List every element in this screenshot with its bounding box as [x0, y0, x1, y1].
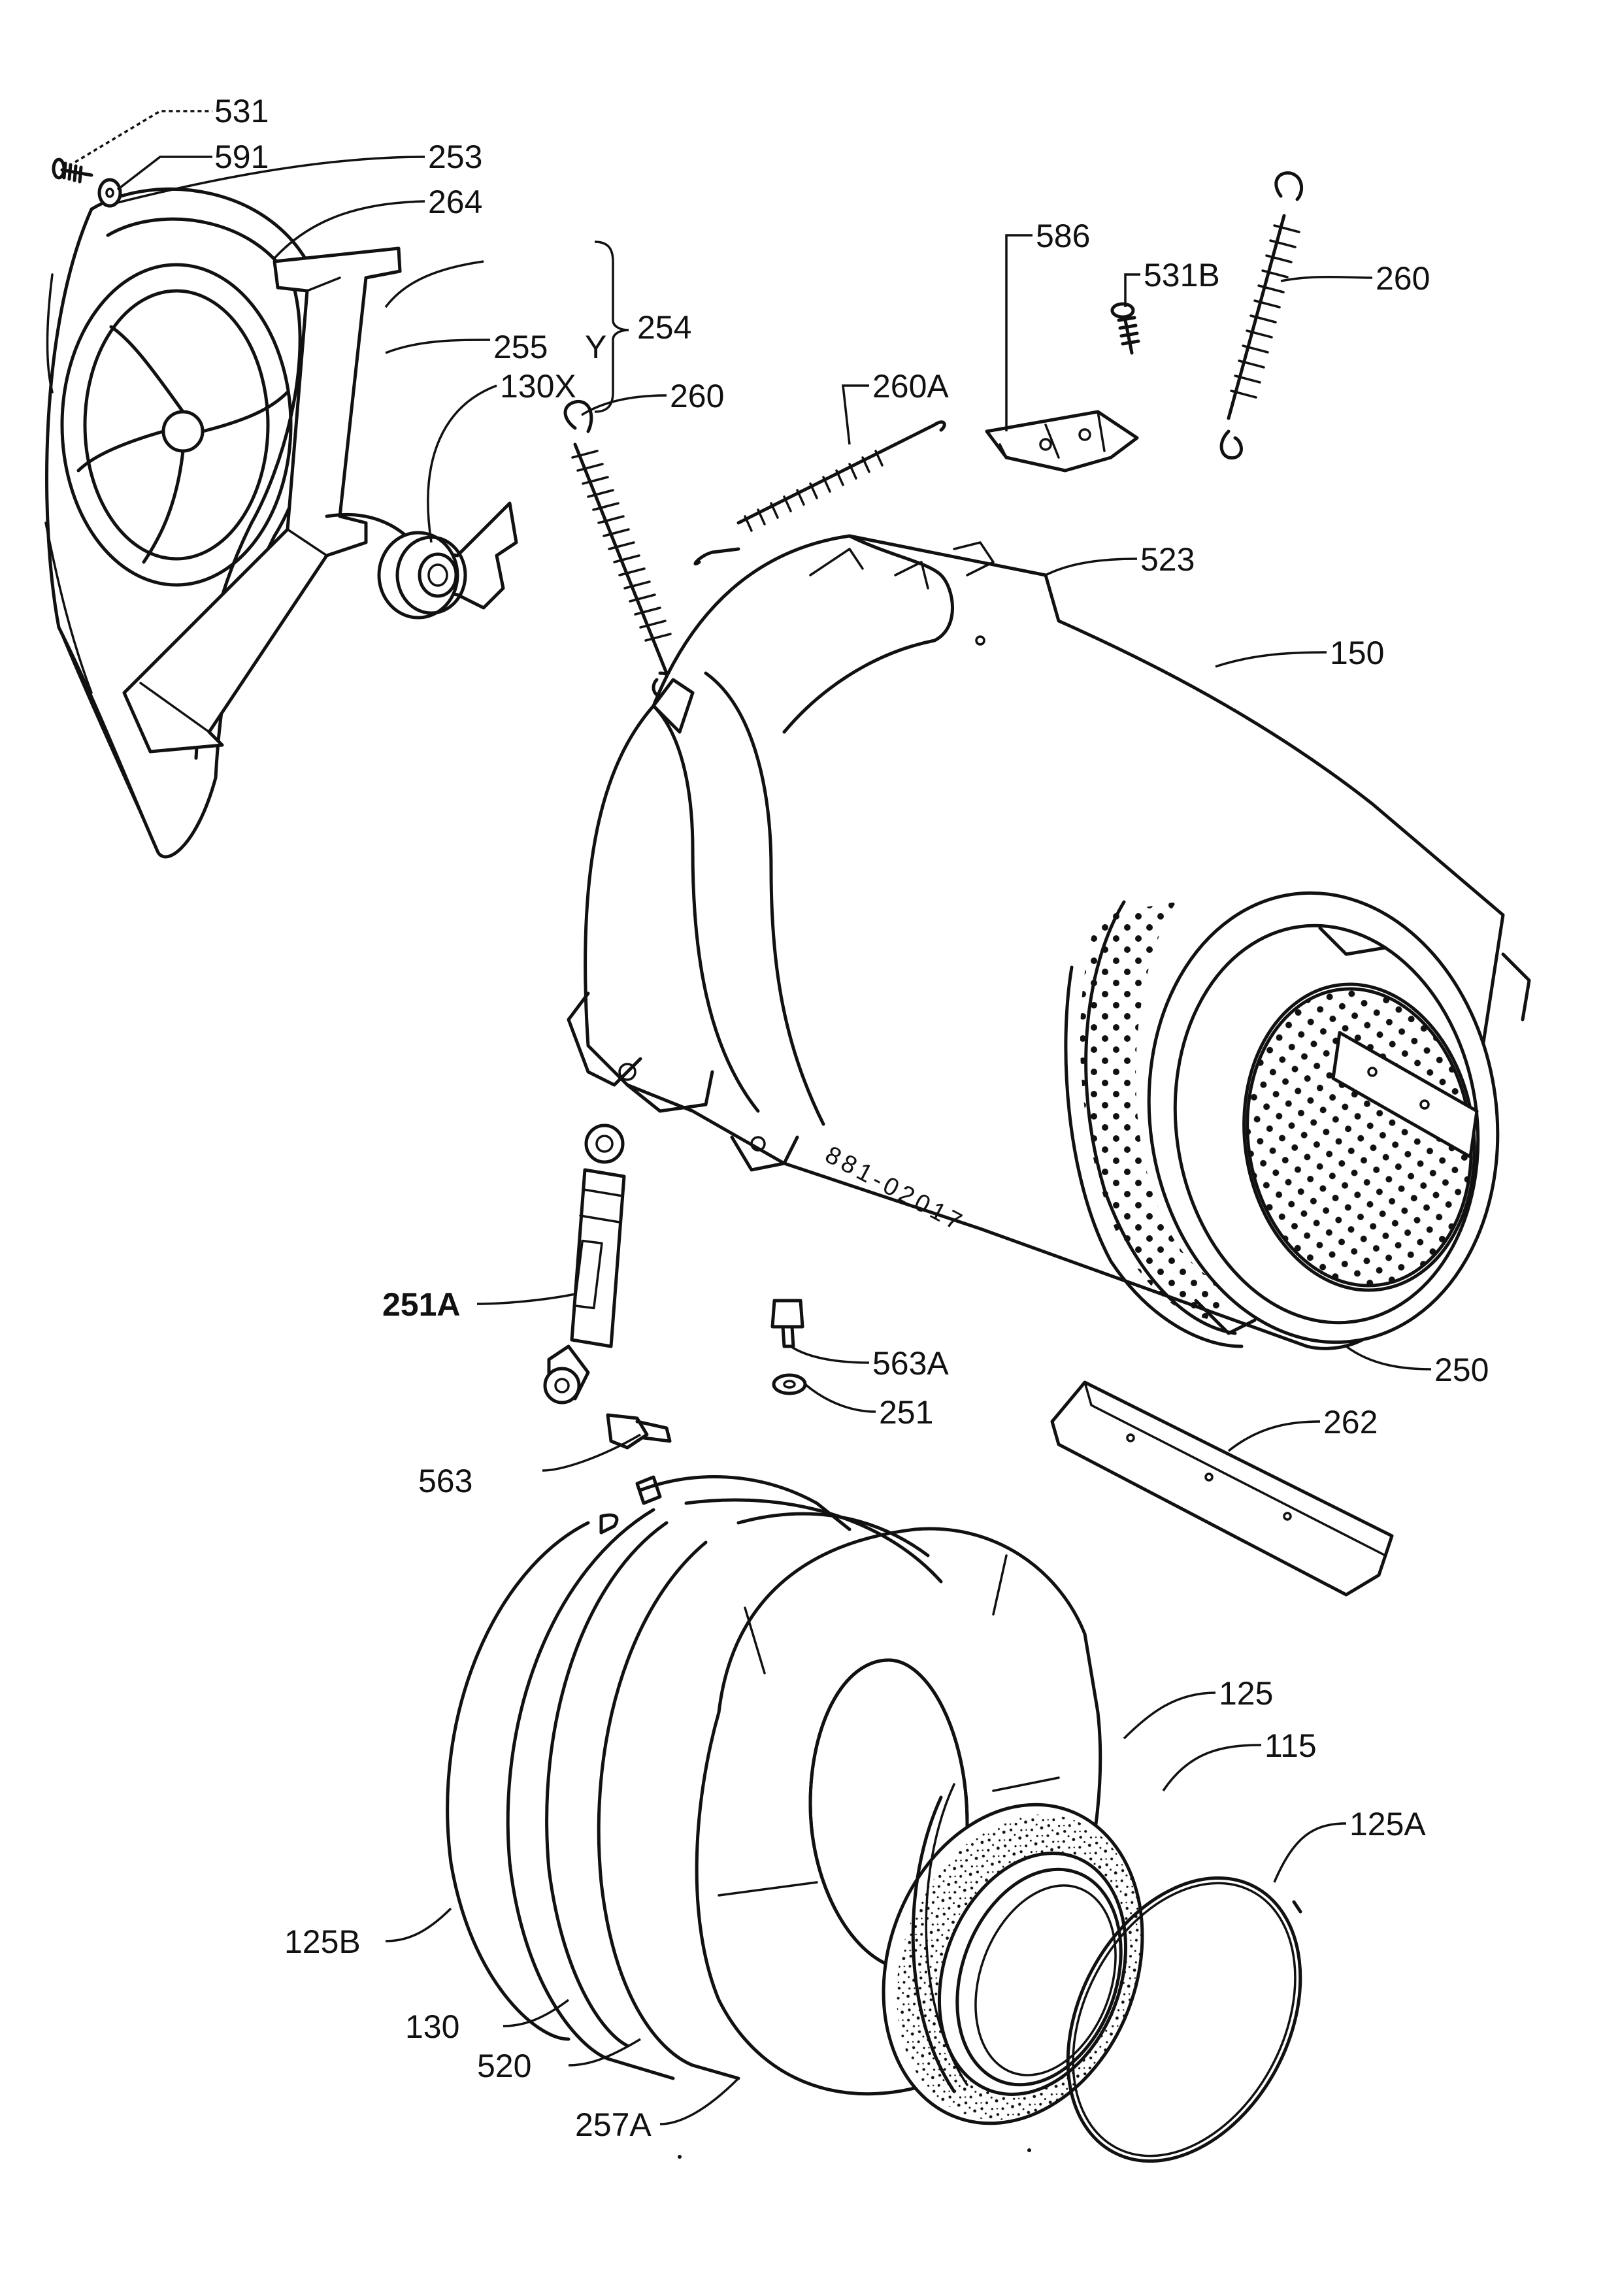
spring-260-right [1219, 171, 1304, 460]
label-531: 531 [214, 93, 269, 129]
label-260a: 260A [872, 368, 949, 405]
drum-spider-arm [122, 246, 518, 754]
clamp-ring-125b [446, 1475, 851, 2041]
label-591: 591 [214, 139, 269, 175]
label-586: 586 [1036, 218, 1090, 254]
clamp-ring-125 [911, 1783, 968, 2093]
front-tub-130 [506, 1498, 943, 2080]
label-125b: 125B [284, 1923, 361, 1960]
bearing-130x [377, 531, 467, 620]
label-250: 250 [1434, 1352, 1489, 1388]
label-130x: 130X [500, 368, 576, 405]
label-251: 251 [879, 1394, 933, 1431]
bolt-563 [606, 1413, 672, 1450]
label-260-left: 260 [670, 378, 724, 414]
label-254: 254 [637, 309, 691, 346]
stray-dot [678, 2155, 682, 2159]
spring-260-left [563, 400, 679, 699]
screw-531b [1110, 302, 1140, 355]
bracket-254 [594, 241, 629, 413]
counterweight-ring-257a [695, 1527, 1102, 2096]
label-115: 115 [1265, 1727, 1317, 1764]
gasket-520 [597, 1512, 930, 2080]
label-563a: 563A [872, 1345, 949, 1382]
drum-pulley [44, 187, 325, 859]
label-523: 523 [1140, 541, 1195, 578]
label-262: 262 [1323, 1404, 1378, 1440]
nut-251 [772, 1373, 807, 1395]
label-264: 264 [428, 184, 482, 220]
label-130: 130 [405, 2008, 459, 2045]
stray-dot [1027, 2148, 1031, 2152]
door-seal-115 [882, 1803, 1144, 2125]
bolt-563a [770, 1299, 804, 1348]
label-125: 125 [1219, 1675, 1273, 1712]
leader-lines [74, 110, 1432, 2125]
washer-591 [97, 178, 122, 208]
shock-absorber-251a [543, 1123, 626, 1405]
label-150: 150 [1330, 635, 1384, 671]
label-257a: 257A [575, 2106, 652, 2143]
counterweight-262 [1050, 1380, 1394, 1597]
label-251a: 251A [382, 1286, 461, 1323]
callout-labels: 531 591 253 264 255 Y 254 130X 260 260A … [214, 93, 1489, 2143]
label-Y: Y [585, 329, 606, 365]
bracket-586 [985, 410, 1139, 473]
label-260-right: 260 [1376, 260, 1430, 297]
label-531b: 531B [1144, 257, 1220, 293]
label-125a: 125A [1349, 1806, 1426, 1842]
spring-260a [693, 420, 946, 566]
label-255: 255 [493, 329, 548, 365]
screw-531 [52, 158, 93, 184]
label-253: 253 [428, 139, 482, 175]
label-520: 520 [477, 2048, 531, 2084]
clamp-ring-125a [1066, 1876, 1302, 2163]
label-563: 563 [418, 1463, 472, 1499]
drum-250 [1064, 891, 1531, 1348]
